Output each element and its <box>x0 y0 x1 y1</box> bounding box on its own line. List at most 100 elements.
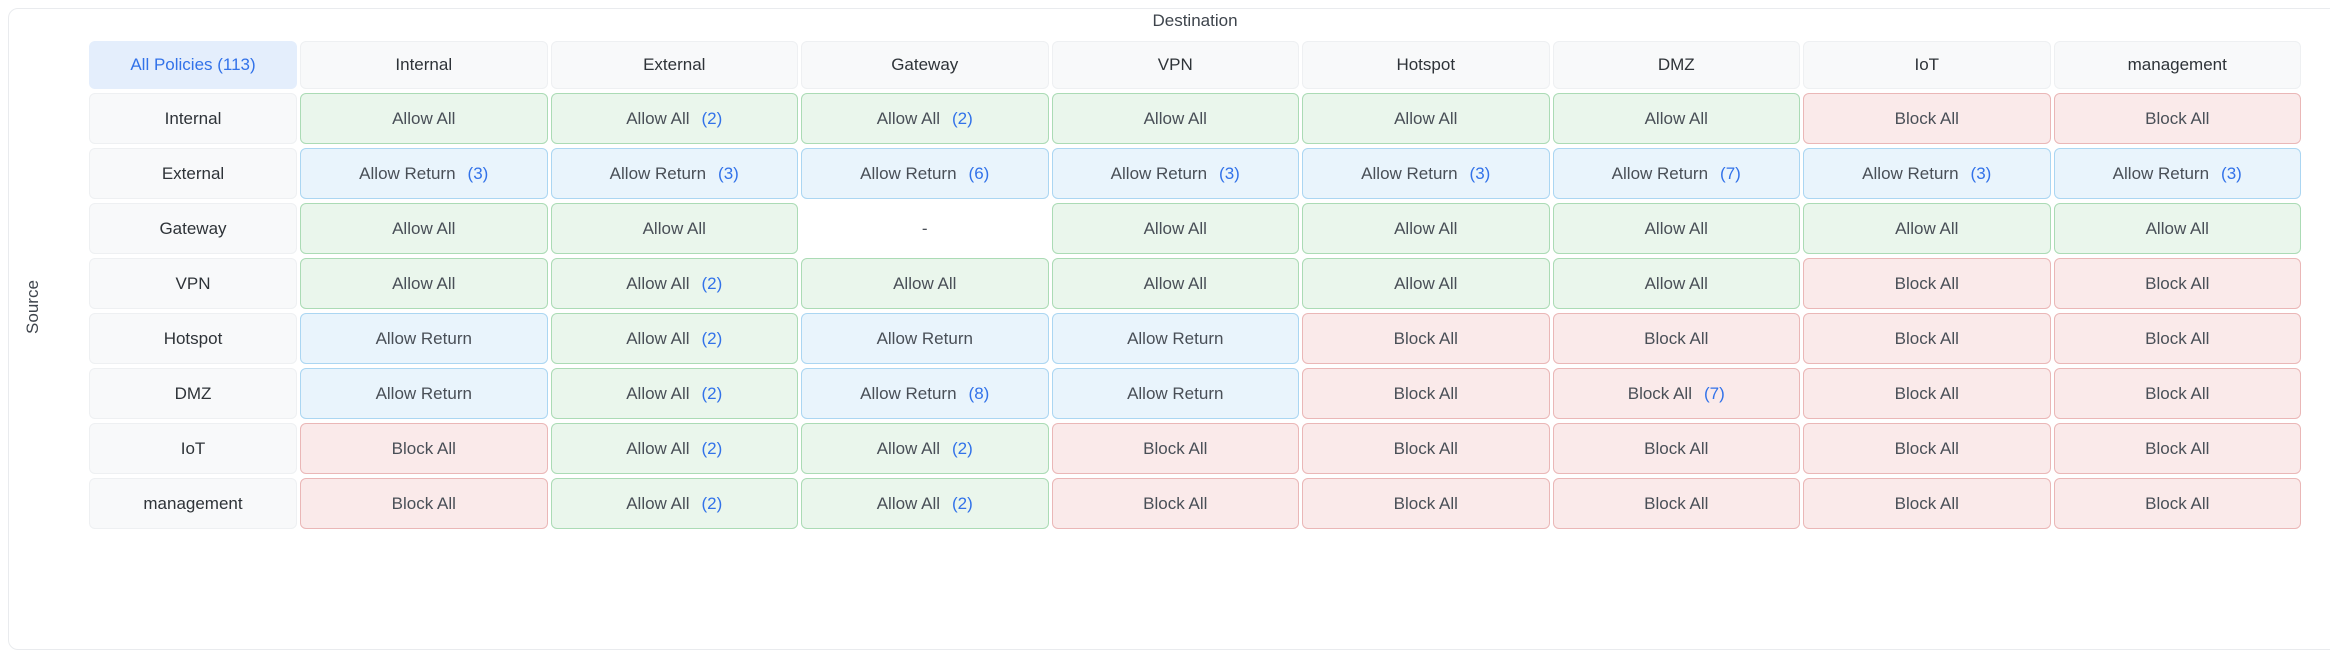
all-policies-button[interactable]: All Policies (113) <box>89 41 297 89</box>
policy-cell-vpn-to-hotspot[interactable]: Allow All <box>1302 258 1550 309</box>
policy-cell-hotspot-to-external[interactable]: Allow All(2) <box>550 313 798 364</box>
policy-cell-gateway-to-management-label: Allow All <box>2145 218 2209 238</box>
row-header-internal-label: Internal <box>164 108 222 128</box>
row-header-vpn[interactable]: VPN <box>89 258 297 309</box>
policy-cell-internal-to-iot[interactable]: Block All <box>1803 93 2051 144</box>
policy-cell-internal-to-vpn[interactable]: Allow All <box>1051 93 1299 144</box>
policy-cell-management-to-management[interactable]: Block All <box>2053 478 2301 529</box>
policy-cell-vpn-to-iot[interactable]: Block All <box>1803 258 2051 309</box>
policy-cell-internal-to-external-label: Allow All <box>626 108 690 128</box>
policy-cell-iot-to-hotspot[interactable]: Block All <box>1302 423 1550 474</box>
policy-cell-gateway-to-external[interactable]: Allow All <box>550 203 798 254</box>
row-header-gateway[interactable]: Gateway <box>89 203 297 254</box>
column-header-hotspot[interactable]: Hotspot <box>1302 41 1550 89</box>
policy-cell-dmz-to-hotspot[interactable]: Block All <box>1302 368 1550 419</box>
policy-cell-hotspot-to-vpn[interactable]: Allow Return <box>1051 313 1299 364</box>
policy-cell-management-to-vpn[interactable]: Block All <box>1051 478 1299 529</box>
row-header-dmz[interactable]: DMZ <box>89 368 297 419</box>
policy-cell-gateway-to-internal[interactable]: Allow All <box>300 203 548 254</box>
policy-cell-external-to-gateway-label: Allow Return <box>860 163 957 183</box>
policy-cell-iot-to-gateway-label: Allow All <box>876 438 941 458</box>
policy-cell-dmz-to-dmz[interactable]: Block All(7) <box>1552 368 1800 419</box>
policy-cell-gateway-to-dmz-label: Allow All <box>1644 218 1708 238</box>
policy-cell-dmz-to-management[interactable]: Block All <box>2053 368 2301 419</box>
row-header-hotspot-label: Hotspot <box>163 328 223 348</box>
policy-cell-hotspot-to-management[interactable]: Block All <box>2053 313 2301 364</box>
policy-cell-management-to-internal[interactable]: Block All <box>300 478 548 529</box>
policy-cell-iot-to-management[interactable]: Block All <box>2053 423 2301 474</box>
row-header-hotspot[interactable]: Hotspot <box>89 313 297 364</box>
policy-cell-management-to-hotspot[interactable]: Block All <box>1302 478 1550 529</box>
policy-count: (2) <box>701 438 723 458</box>
policy-cell-iot-to-iot-label: Block All <box>1894 438 1959 458</box>
policy-cell-management-to-iot[interactable]: Block All <box>1803 478 2051 529</box>
row-header-external[interactable]: External <box>89 148 297 199</box>
policy-cell-iot-to-internal[interactable]: Block All <box>300 423 548 474</box>
policy-cell-internal-to-hotspot[interactable]: Allow All <box>1302 93 1550 144</box>
policy-cell-hotspot-to-iot[interactable]: Block All <box>1803 313 2051 364</box>
policy-cell-iot-to-gateway[interactable]: Allow All(2) <box>801 423 1049 474</box>
policy-cell-iot-to-dmz[interactable]: Block All <box>1552 423 1800 474</box>
policy-cell-dmz-to-iot[interactable]: Block All <box>1803 368 2051 419</box>
policy-cell-hotspot-to-dmz[interactable]: Block All <box>1552 313 1800 364</box>
policy-cell-external-to-dmz[interactable]: Allow Return(7) <box>1552 148 1800 199</box>
policy-cell-external-to-vpn[interactable]: Allow Return(3) <box>1051 148 1299 199</box>
policy-cell-vpn-to-gateway[interactable]: Allow All <box>801 258 1049 309</box>
policy-cell-internal-to-vpn-label: Allow All <box>1143 108 1207 128</box>
policy-cell-dmz-to-internal[interactable]: Allow Return <box>300 368 548 419</box>
column-header-internal[interactable]: Internal <box>300 41 548 89</box>
row-header-vpn-label: VPN <box>175 273 211 293</box>
policy-cell-vpn-to-internal[interactable]: Allow All <box>300 258 548 309</box>
policy-cell-iot-to-iot[interactable]: Block All <box>1803 423 2051 474</box>
row-header-internal[interactable]: Internal <box>89 93 297 144</box>
row-header-iot[interactable]: IoT <box>89 423 297 474</box>
policy-cell-gateway-to-iot[interactable]: Allow All <box>1803 203 2051 254</box>
policy-cell-external-to-hotspot[interactable]: Allow Return(3) <box>1302 148 1550 199</box>
policy-cell-gateway-to-vpn[interactable]: Allow All <box>1051 203 1299 254</box>
policy-cell-gateway-to-dmz[interactable]: Allow All <box>1552 203 1800 254</box>
policy-cell-gateway-to-management[interactable]: Allow All <box>2053 203 2301 254</box>
policy-cell-external-to-gateway[interactable]: Allow Return(6) <box>801 148 1049 199</box>
policy-cell-external-to-management[interactable]: Allow Return(3) <box>2053 148 2301 199</box>
policy-cell-hotspot-to-internal[interactable]: Allow Return <box>300 313 548 364</box>
column-header-management[interactable]: management <box>2053 41 2301 89</box>
policy-cell-dmz-to-internal-label: Allow Return <box>375 383 472 403</box>
policy-cell-iot-to-dmz-label: Block All <box>1644 438 1709 458</box>
policy-cell-internal-to-internal[interactable]: Allow All <box>300 93 548 144</box>
policy-cell-dmz-to-external[interactable]: Allow All(2) <box>550 368 798 419</box>
policy-cell-management-to-external[interactable]: Allow All(2) <box>550 478 798 529</box>
policy-cell-vpn-to-dmz[interactable]: Allow All <box>1552 258 1800 309</box>
policy-cell-vpn-to-management[interactable]: Block All <box>2053 258 2301 309</box>
policy-cell-vpn-to-vpn[interactable]: Allow All <box>1051 258 1299 309</box>
row-header-management[interactable]: management <box>89 478 297 529</box>
policy-cell-vpn-to-external[interactable]: Allow All(2) <box>550 258 798 309</box>
column-header-gateway[interactable]: Gateway <box>801 41 1049 89</box>
policy-cell-internal-to-gateway[interactable]: Allow All(2) <box>801 93 1049 144</box>
policy-cell-gateway-to-hotspot[interactable]: Allow All <box>1302 203 1550 254</box>
policy-cell-internal-to-external[interactable]: Allow All(2) <box>550 93 798 144</box>
policy-cell-hotspot-to-dmz-label: Block All <box>1644 328 1709 348</box>
policy-cell-internal-to-dmz[interactable]: Allow All <box>1552 93 1800 144</box>
column-header-external[interactable]: External <box>550 41 798 89</box>
policy-cell-external-to-external[interactable]: Allow Return(3) <box>550 148 798 199</box>
policy-count: (3) <box>1469 163 1491 183</box>
row-header-gateway-label: Gateway <box>159 218 227 238</box>
row-header-dmz-label: DMZ <box>174 383 212 403</box>
policy-cell-iot-to-external[interactable]: Allow All(2) <box>550 423 798 474</box>
policy-cell-iot-to-vpn[interactable]: Block All <box>1051 423 1299 474</box>
column-header-vpn[interactable]: VPN <box>1051 41 1299 89</box>
policy-cell-hotspot-to-gateway[interactable]: Allow Return <box>801 313 1049 364</box>
destination-axis-label: Destination <box>1152 11 1238 30</box>
policy-cell-external-to-internal[interactable]: Allow Return(3) <box>300 148 548 199</box>
column-header-dmz[interactable]: DMZ <box>1552 41 1800 89</box>
policy-cell-vpn-to-iot-label: Block All <box>1894 273 1959 293</box>
policy-cell-dmz-to-vpn[interactable]: Allow Return <box>1051 368 1299 419</box>
policy-cell-hotspot-to-hotspot[interactable]: Block All <box>1302 313 1550 364</box>
policy-cell-dmz-to-gateway[interactable]: Allow Return(8) <box>801 368 1049 419</box>
policy-cell-internal-to-management[interactable]: Block All <box>2053 93 2301 144</box>
policy-cell-iot-to-internal-label: Block All <box>391 438 456 458</box>
policy-cell-external-to-iot[interactable]: Allow Return(3) <box>1803 148 2051 199</box>
policy-cell-management-to-gateway[interactable]: Allow All(2) <box>801 478 1049 529</box>
column-header-iot[interactable]: IoT <box>1803 41 2051 89</box>
policy-cell-management-to-dmz[interactable]: Block All <box>1552 478 1800 529</box>
